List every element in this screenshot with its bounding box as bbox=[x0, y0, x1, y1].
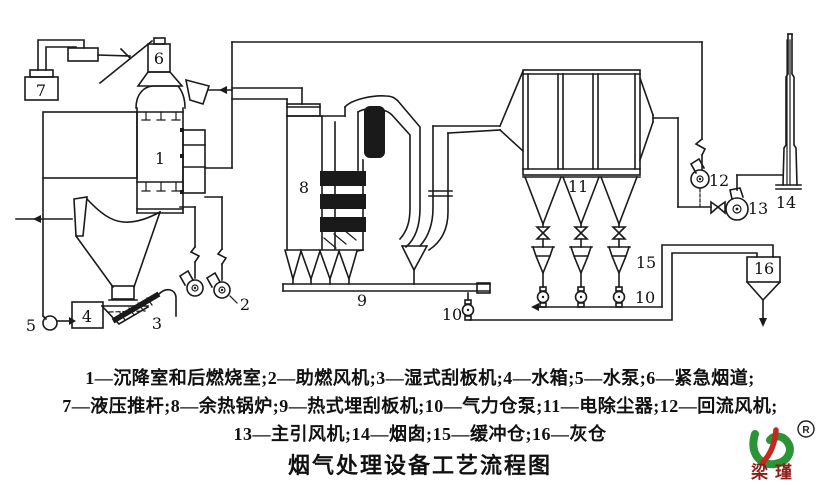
process-flow-diagram: 7 6 1 bbox=[15, 33, 802, 335]
component-label-10: 10 bbox=[635, 288, 655, 307]
chamber-front-box bbox=[42, 111, 138, 179]
settling-chamber-1: 1 bbox=[42, 78, 233, 214]
component-label-14: 14 bbox=[776, 193, 796, 212]
tube-bank bbox=[320, 171, 366, 186]
pneumatic-pump-10: 10 bbox=[442, 292, 475, 324]
hydraulic-pusher-7: 7 bbox=[24, 39, 154, 101]
registered-mark-icon bbox=[797, 420, 815, 438]
component-label-7: 7 bbox=[36, 81, 46, 100]
component-label-9: 9 bbox=[357, 291, 367, 310]
chamber-outlet-spout bbox=[184, 78, 211, 105]
waste-heat-boiler-8: 8 bbox=[284, 103, 385, 285]
component-label-1: 1 bbox=[155, 149, 165, 168]
legend-line-2: 7—液压推杆;8—余热锅炉;9—热式埋刮板机;10—气力仓泵;11—电除尘器;1… bbox=[62, 396, 778, 416]
label-leader bbox=[229, 295, 238, 304]
side-duct-box bbox=[182, 129, 233, 194]
component-label-12: 12 bbox=[709, 171, 729, 190]
flue-ducting bbox=[208, 41, 703, 169]
flow-arrow-left bbox=[33, 215, 41, 223]
esp-discharge-trains: 15 10 bbox=[531, 223, 663, 311]
outlet-gas-lines bbox=[652, 117, 712, 208]
discharge-train bbox=[531, 223, 555, 308]
page-title: 烟气处理设备工艺流程图 bbox=[287, 453, 552, 478]
component-label-13: 13 bbox=[748, 199, 768, 218]
logo-green-mark bbox=[749, 430, 794, 469]
esp-11: 11 bbox=[498, 69, 655, 227]
legend-line-3: 13—主引风机;14—烟囱;15—缓冲仓;16—灰仓 bbox=[233, 424, 607, 444]
flow-arrow-down bbox=[759, 318, 767, 327]
combustion-fans-2: 2 bbox=[178, 196, 250, 314]
component-label-11: 11 bbox=[568, 177, 588, 196]
scraper-conveyor-9: 9 bbox=[282, 282, 491, 310]
component-label-16: 16 bbox=[754, 259, 774, 278]
brand-logo: R 梁瑾 bbox=[749, 420, 815, 482]
gooseneck-duct bbox=[343, 95, 501, 285]
component-label-6: 6 bbox=[154, 49, 164, 68]
return-fan-12: 12 bbox=[689, 41, 729, 207]
component-label-5: 5 bbox=[26, 316, 36, 335]
registered-mark-letter: R bbox=[802, 425, 810, 436]
ash-conveying-lines bbox=[469, 244, 774, 321]
chimney-14: 14 bbox=[775, 33, 802, 212]
scraper-band bbox=[111, 291, 161, 324]
component-label-4: 4 bbox=[82, 307, 92, 326]
tube-bank bbox=[320, 217, 366, 232]
flow-arrow-left bbox=[219, 86, 227, 94]
flap-lever bbox=[98, 39, 154, 85]
discharge-train bbox=[607, 223, 631, 308]
component-label-10b: 10 bbox=[442, 305, 462, 324]
flow-arrow-right bbox=[69, 317, 76, 325]
tube-bank bbox=[320, 194, 366, 209]
ash-silo-16: 16 bbox=[745, 256, 782, 327]
component-label-3: 3 bbox=[152, 314, 162, 333]
component-label-8: 8 bbox=[299, 178, 309, 197]
ash-hopper bbox=[15, 177, 162, 317]
component-label-2: 2 bbox=[240, 295, 250, 314]
component-label-15: 15 bbox=[636, 253, 656, 272]
wet-scraper-3: 3 bbox=[100, 288, 177, 333]
water-tank-4: 4 bbox=[71, 301, 104, 329]
boiler-hoppers bbox=[284, 248, 364, 282]
slide-gate bbox=[73, 196, 88, 237]
emergency-flue-6: 6 bbox=[135, 37, 186, 109]
piston-rod bbox=[97, 54, 131, 57]
legend-line-1: 1—沉降室和后燃烧室;2—助燃风机;3—湿式刮板机;4—水箱;5—水泵;6—紧急… bbox=[85, 368, 755, 388]
brand-name: 梁瑾 bbox=[750, 462, 799, 482]
steam-drum bbox=[364, 106, 385, 158]
discharge-train bbox=[569, 223, 593, 308]
main-fan-13: 13 bbox=[710, 174, 784, 221]
logo-red-stroke bbox=[760, 427, 779, 465]
water-pump-5: 5 bbox=[26, 314, 76, 335]
flange-marks bbox=[141, 111, 181, 192]
